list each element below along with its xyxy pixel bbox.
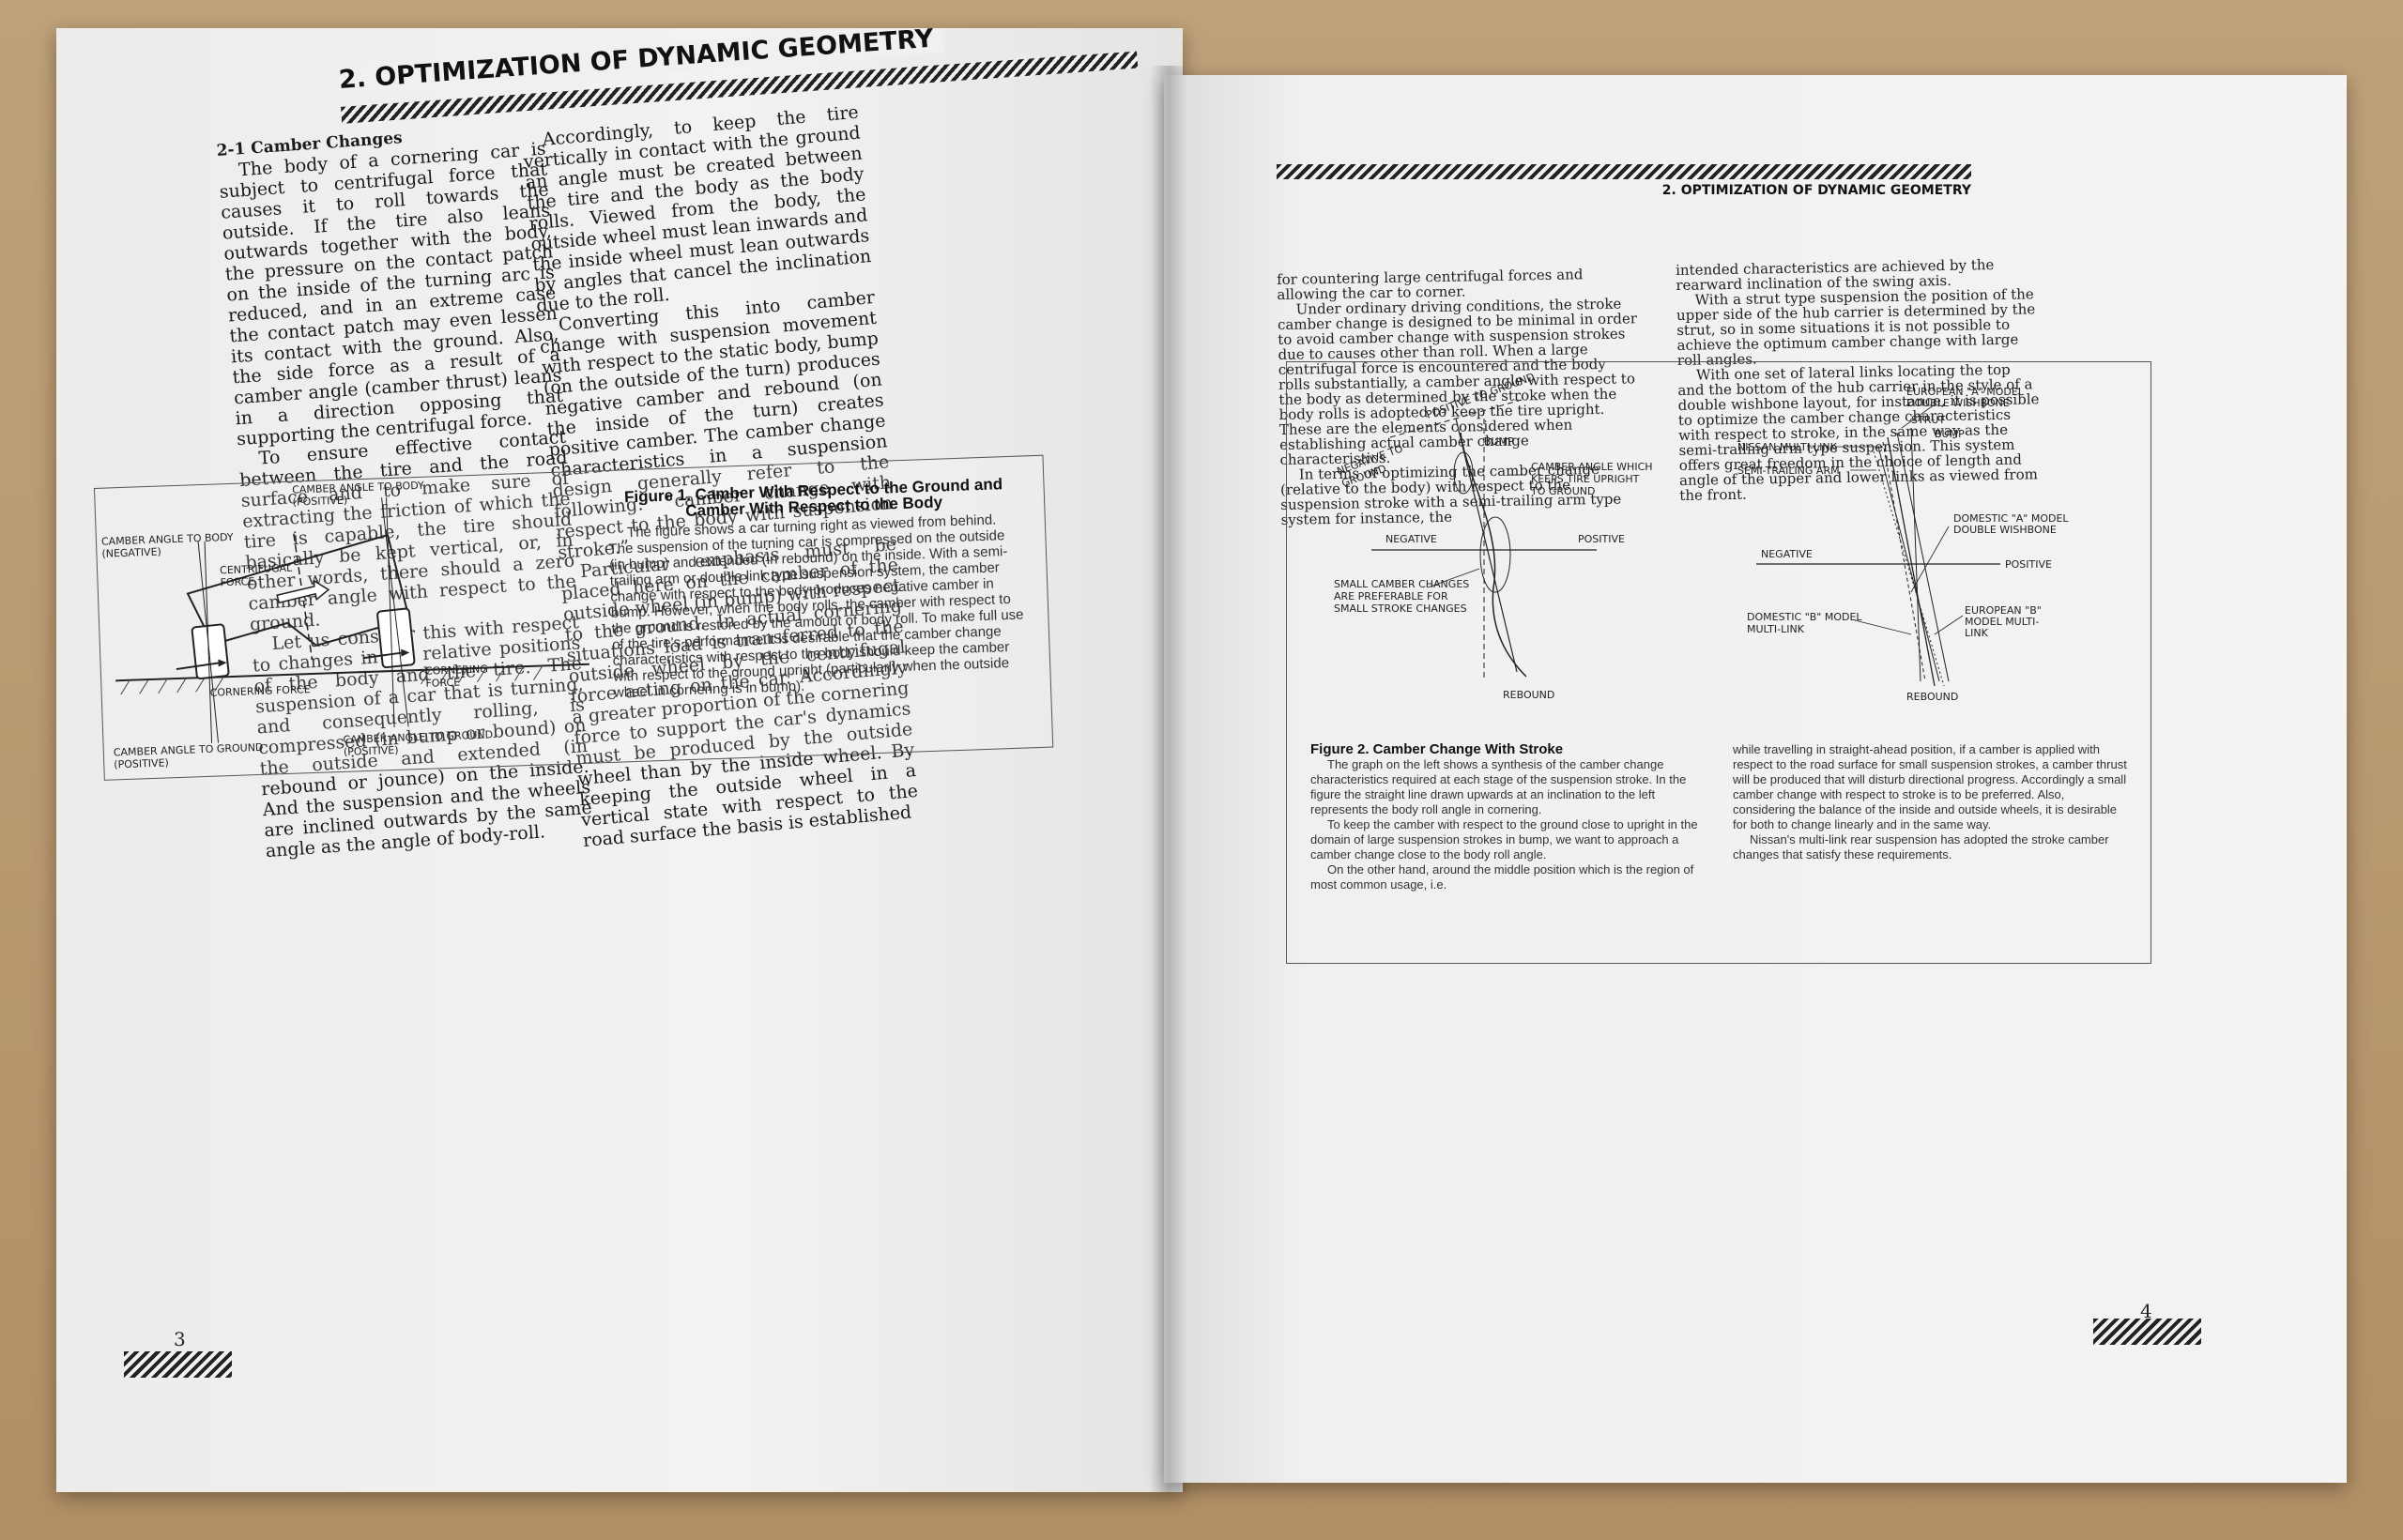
- label-nissan-multilink: NISSAN MULTI-LINK: [1737, 441, 1838, 453]
- label-cornering-force-right-sub: FORCE: [425, 677, 460, 690]
- figure-2: POSITIVE TO GROUND NEGATIVE TO GROUND BU…: [1286, 361, 2151, 964]
- label-keeps-upright-2: KEEPS TIRE UPRIGHT: [1531, 473, 1640, 485]
- label-negative-right: NEGATIVE: [1761, 548, 1813, 560]
- label-camber-body-negative-sub: (NEGATIVE): [101, 546, 161, 560]
- label-positive-right: POSITIVE: [2005, 558, 2052, 571]
- label-positive-to-ground: POSITIVE TO GROUND: [1425, 371, 1537, 421]
- label-camber-ground-right-sub: (POSITIVE): [344, 744, 399, 758]
- figure-2-caption-left: Figure 2. Camber Change With Stroke The …: [1310, 742, 1714, 892]
- label-keeps-upright: CAMBER ANGLE WHICH: [1531, 461, 1653, 473]
- label-cornering-force-left: CORNERING FORCE: [209, 683, 310, 699]
- page-number-right: 4: [2140, 1300, 2152, 1322]
- label-strut: STRUT: [1911, 414, 1945, 426]
- label-centrifugal: CENTRIFUGAL: [220, 562, 293, 577]
- figure-1-diagram: CAMBER ANGLE TO BODY (POSITIVE) CAMBER A…: [101, 480, 589, 770]
- label-domestic-a-2: DOUBLE WISHBONE: [1953, 524, 2057, 536]
- label-camber-body-negative: CAMBER ANGLE TO BODY: [101, 531, 234, 548]
- page-number-mark-left: [124, 1351, 232, 1378]
- label-domestic-a: DOMESTIC "A" MODEL: [1953, 512, 2069, 525]
- label-camber-ground-right: CAMBER ANGLE TO GROUND: [343, 728, 493, 746]
- running-head: 2. OPTIMIZATION OF DYNAMIC GEOMETRY: [1277, 164, 1971, 198]
- label-camber-body-positive-sub: (POSITIVE): [292, 495, 347, 509]
- running-head-hatch-bar: [1277, 164, 1971, 179]
- caption-paragraph: On the other hand, around the middle pos…: [1310, 862, 1694, 892]
- label-positive-left: POSITIVE: [1578, 533, 1625, 545]
- label-euro-a: EUROPEAN "A" MODEL: [1906, 386, 2025, 398]
- left-page: 2. OPTIMIZATION OF DYNAMIC GEOMETRY 2-1 …: [56, 28, 1183, 1492]
- label-euro-b-3: LINK: [1965, 627, 1989, 639]
- figure-1-caption: Figure 1. Camber With Respect to the Gro…: [606, 475, 1027, 701]
- figure-2-title: Figure 2. Camber Change With Stroke: [1310, 741, 1564, 757]
- label-camber-ground-left: CAMBER ANGLE TO GROUND: [114, 741, 264, 759]
- figure-2-diagrams: POSITIVE TO GROUND NEGATIVE TO GROUND BU…: [1334, 371, 2069, 703]
- label-rebound-right: REBOUND: [1906, 691, 1958, 703]
- page-number-mark-right: [2093, 1319, 2201, 1345]
- paragraph: The body of a cornering car is subject t…: [219, 138, 564, 450]
- figure-1-body: The figure shows a car turning right as …: [608, 511, 1024, 701]
- label-euro-a-2: DOUBLE WISHBONE: [1906, 397, 2010, 409]
- label-camber-body-positive: CAMBER ANGLE TO BODY: [292, 480, 424, 496]
- label-domestic-b-2: MULTI-LINK: [1747, 623, 1805, 635]
- label-rebound-left: REBOUND: [1503, 689, 1554, 701]
- label-bump-left: BUMP: [1484, 435, 1514, 448]
- paragraph: With a strut type suspension the positio…: [1676, 285, 2036, 369]
- label-centrifugal-force: FORCE: [220, 575, 254, 588]
- caption-paragraph: while travelling in straight-ahead posit…: [1733, 742, 2127, 831]
- label-euro-b: EUROPEAN "B": [1965, 604, 2042, 617]
- label-semi-trailing: SEMI-TRAILING ARM: [1737, 465, 1840, 477]
- caption-paragraph: Nissan's multi-link rear suspension has …: [1733, 832, 2109, 861]
- label-cornering-force-right: CORNERING: [425, 663, 488, 677]
- section-title-band: 2. OPTIMIZATION OF DYNAMIC GEOMETRY: [338, 28, 1139, 124]
- caption-paragraph: To keep the camber with respect to the g…: [1310, 817, 1698, 861]
- label-domestic-b: DOMESTIC "B" MODEL: [1747, 611, 1862, 623]
- figure-2-caption-right: while travelling in straight-ahead posit…: [1733, 742, 2127, 862]
- label-camber-ground-left-sub: (POSITIVE): [114, 756, 169, 770]
- label-small-changes-3: SMALL STROKE CHANGES: [1334, 602, 1467, 615]
- label-small-changes-2: ARE PREFERABLE FOR: [1334, 590, 1448, 602]
- figure-1: CAMBER ANGLE TO BODY (POSITIVE) CAMBER A…: [94, 454, 1054, 781]
- page-number-left: 3: [174, 1328, 186, 1350]
- label-euro-b-2: MODEL MULTI-: [1965, 616, 2039, 628]
- paragraph: Accordingly, to keep the tire vertically…: [522, 101, 872, 317]
- book-gutter: [1150, 66, 1187, 1492]
- label-small-changes: SMALL CAMBER CHANGES: [1334, 578, 1469, 590]
- label-keeps-upright-3: TO GROUND: [1530, 485, 1595, 497]
- label-negative-left: NEGATIVE: [1385, 533, 1437, 545]
- caption-paragraph: The graph on the left shows a synthesis …: [1310, 757, 1687, 816]
- label-bump-right: BUMP: [1935, 428, 1965, 440]
- running-head-title: 2. OPTIMIZATION OF DYNAMIC GEOMETRY: [1661, 183, 1971, 198]
- right-page: 2. OPTIMIZATION OF DYNAMIC GEOMETRY for …: [1164, 75, 2347, 1483]
